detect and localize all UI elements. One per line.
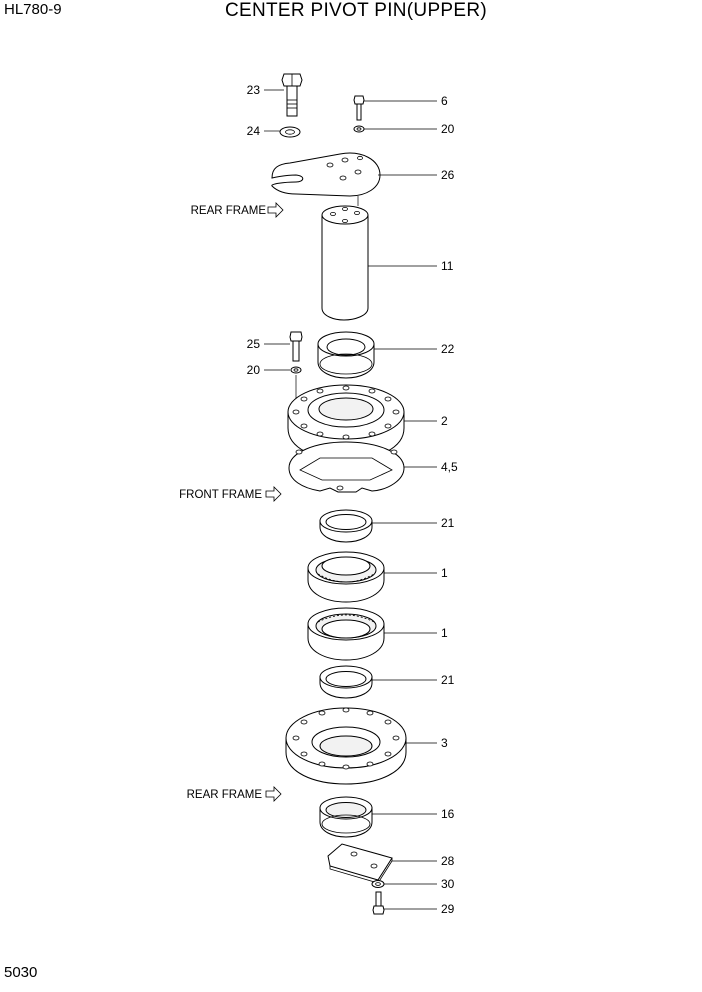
leader-lines [264,89,437,910]
callout-21-upper: 21 [441,516,455,530]
callout-4-5: 4,5 [441,460,458,474]
callout-28: 28 [441,854,455,868]
part-6-bolt [353,95,365,121]
part-21-seal-upper [319,509,373,543]
frame-label-front: FRONT FRAME [179,486,282,502]
part-3-lower-housing [285,707,407,785]
part-16-spacer [319,796,373,838]
callout-24: 24 [247,124,261,138]
svg-text:FRONT FRAME: FRONT FRAME [179,489,262,501]
part-1-bearing-lower [307,607,385,661]
part-21-seal-lower [319,665,373,699]
part-25-bolt [289,331,303,362]
part-29-bolt [372,891,385,915]
part-4-5-shims [288,441,405,493]
page-title: CENTER PIVOT PIN(UPPER) [224,0,488,21]
hollow-arrow-icon [265,786,282,802]
callout-labels: 23 24 6 20 26 11 25 22 20 2 4,5 21 1 1 2… [247,83,458,916]
part-22-bushing [317,331,375,379]
callout-20-upper: 20 [441,122,455,136]
part-20-washer-lower [290,366,302,374]
part-26-lock-plate [271,152,381,197]
hollow-arrow-icon [267,202,284,218]
callout-25: 25 [247,337,261,351]
frame-label-rear-top: REAR FRAME [191,202,284,218]
callout-16: 16 [441,807,455,821]
callout-3: 3 [441,736,448,750]
part-30-washer [371,880,385,888]
callout-2: 2 [441,414,448,428]
part-28-retainer-plate [327,843,393,884]
svg-text:REAR FRAME: REAR FRAME [187,789,263,801]
callout-21-lower: 21 [441,673,455,687]
callout-26: 26 [441,168,455,182]
callout-30: 30 [441,877,455,891]
part-20-washer-upper [353,125,365,133]
part-24-washer [279,126,301,138]
callout-20-lower: 20 [247,363,261,377]
model-code: HL780-9 [4,1,62,18]
part-11-pivot-pin [321,205,369,321]
callout-22: 22 [441,342,455,356]
hollow-arrow-icon [265,486,282,502]
callout-11: 11 [441,259,454,273]
part-23-bolt [281,73,303,117]
svg-text:REAR FRAME: REAR FRAME [191,205,267,217]
callout-23: 23 [247,83,261,97]
frame-label-rear-bottom: REAR FRAME [187,786,282,802]
callout-6: 6 [441,94,448,108]
page-number: 5030 [4,964,38,981]
callout-1-lower: 1 [441,626,448,640]
callout-29: 29 [441,902,455,916]
part-1-bearing-upper [307,551,385,603]
callout-1-upper: 1 [441,566,448,580]
